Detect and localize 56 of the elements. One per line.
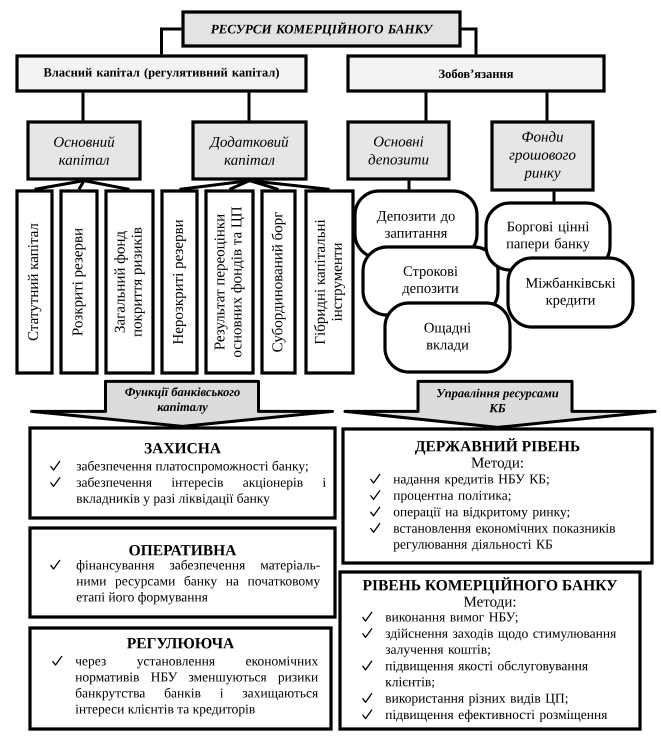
edge-label: Функції банківського капіталу [125,387,240,414]
connector-line [249,179,279,191]
subheading: Методи: [464,596,516,610]
subcategory-box: Основні депозити [346,120,451,181]
connector-line [248,92,250,120]
list-item: через установлення економічних нормативів НБУ зменшуються ризики банкрутства банків і захищаються інтереси клієнтів та кредиторів [75,656,318,716]
vertical-box: Субординований борг [260,189,297,375]
category-box: Зобов’язання [346,54,606,93]
list-item: операції на відкритому ринку; [394,507,570,520]
node-label: Міжбанківські кредити [526,277,616,308]
list-item: виконання вимог НБУ; [385,612,518,624]
connector-line [78,180,86,190]
list-item: використання різних видів ЦП; [385,694,568,706]
subheading: Методи: [471,458,523,470]
subcategory-box: Додатковий капітал [191,120,308,181]
vertical-box: Результат переоцінки основних фондів та ЦП [204,189,255,375]
connector-line [179,179,250,191]
list-item: підвищення якості обслуговування клієнтів; [385,660,588,688]
connector-line [228,179,250,191]
connector-line [462,28,478,54]
vertical-box: Загальний фонд покриття ризиків [104,189,155,375]
connector-line [408,180,410,190]
block-arrow [344,380,656,429]
category-box: Власний капітал (регулятивний капітал) [15,54,308,93]
subcategory-box: Фонди грошового ринку [490,120,595,192]
connector-line [160,28,182,54]
rounded-box: Ощадні вклади [383,301,512,374]
heading: ЗАХИСНА [144,443,221,454]
list-item: здійснення заходів щодо стимулювання залучення коштів; [386,628,616,657]
connector-line [249,179,330,191]
connector-line [34,179,84,191]
vertical-box: Статутний капітал [15,189,54,375]
connector-line [424,92,428,120]
rounded-box: Міжбанківські кредити [506,256,635,329]
heading: ДЕРЖАВНИЙ РІВЕНЬ [414,438,580,455]
vertical-box: Гібридні капітальні інструменти [304,189,355,375]
list-item: забезпечення інтересів акціонерів і вкладників у разі ліквідації банку [76,477,326,506]
subcategory-box: Основний капітал [26,120,142,181]
list-item: надання кредитів НБУ КБ; [393,474,549,486]
heading: РІВЕНЬ КОМЕРЦІЙНОГО БАНКУ [362,577,618,594]
connector-line [82,92,84,120]
heading: ОПЕРАТИВНА [129,545,236,556]
list-item: процентна політика; [393,490,510,503]
edge-label: Управління ресурсами КБ [437,388,558,412]
list-item: фінансування забезпечення матеріаль- ними ресурсами банку на початковому етапі його формування [76,560,320,604]
list-item: забезпечення платоспроможності банку; [76,460,308,474]
heading: РЕГУЛЮЮЧА [127,638,234,648]
connector-line [546,92,548,120]
connector-line [84,179,130,191]
block-arrow [30,380,334,428]
title-box: РЕСУРСИ КОМЕРЦІЙНОГО БАНКУ [181,10,462,48]
connector-line [552,192,556,202]
vertical-box: Розкриті резерви [59,189,99,375]
list-item: підвищення ефективності розміщення [385,710,608,722]
vertical-box: Нерозкриті резерви [160,189,199,375]
list-item: встановлення економічних показників регулювання діяльності КБ [393,524,616,552]
